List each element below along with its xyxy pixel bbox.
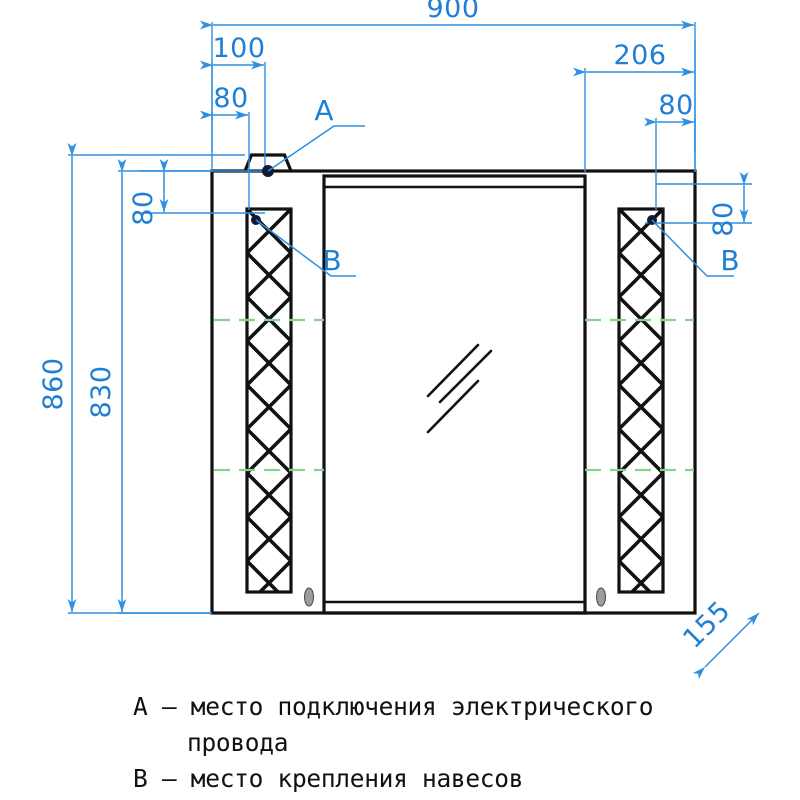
dim-label-155: 155: [677, 595, 736, 654]
right-panel-diamond-pattern: [619, 209, 663, 592]
dim-label-80-right: 80: [658, 90, 693, 121]
marker-a-leader: [267, 125, 365, 172]
right-panel-frame: [617, 207, 665, 594]
mirror-door-frame: [322, 174, 587, 615]
marker-b-right-leader: [651, 219, 734, 277]
dim-label-860: 860: [38, 357, 69, 410]
dim-label-80-top-left: 80: [128, 190, 159, 225]
shelf-axis-lines: [214, 318, 694, 472]
left-side-panel: [245, 207, 314, 607]
legend-line-b-1: В – место крепления навесов: [133, 764, 523, 793]
marker-b-right-group: B: [647, 215, 740, 277]
left-panel-diamond-pattern: [247, 209, 291, 592]
dimension-group-right-vertical: 80: [645, 172, 752, 237]
legend-block: А – место подключения электрического про…: [133, 692, 654, 793]
dimline-155: [692, 612, 760, 680]
marker-b-left-leader: [255, 219, 356, 277]
dim-label-900: 900: [426, 0, 479, 24]
dim-label-830: 830: [86, 365, 117, 418]
left-door-handle[interactable]: [304, 587, 314, 607]
dimension-group-top: 900 100 80 206 80: [200, 0, 696, 210]
marker-b-left-label: B: [322, 244, 341, 277]
left-panel-frame: [245, 207, 293, 594]
dim-label-80-left: 80: [213, 83, 248, 114]
marker-a-group: A: [262, 94, 365, 177]
legend-line-a-1: А – место подключения электрического: [133, 692, 653, 721]
cabinet-body: [210, 153, 697, 615]
electrical-connector-trapezoid: [243, 153, 293, 172]
mirror-shine-lines: [426, 343, 493, 434]
marker-b-left-group: B: [251, 215, 356, 277]
dimension-group-depth: 155: [677, 595, 760, 680]
marker-b-right-label: B: [720, 244, 739, 277]
right-door-handle[interactable]: [596, 587, 606, 607]
dim-label-80-top-right: 80: [708, 201, 739, 236]
dim-label-100: 100: [212, 33, 265, 64]
dimension-group-left-vertical: 860 830 80: [38, 143, 265, 614]
dim-label-206: 206: [613, 40, 666, 71]
legend-line-a-2: провода: [187, 728, 288, 757]
marker-a-label: A: [314, 94, 333, 127]
right-side-panel: [596, 207, 665, 607]
